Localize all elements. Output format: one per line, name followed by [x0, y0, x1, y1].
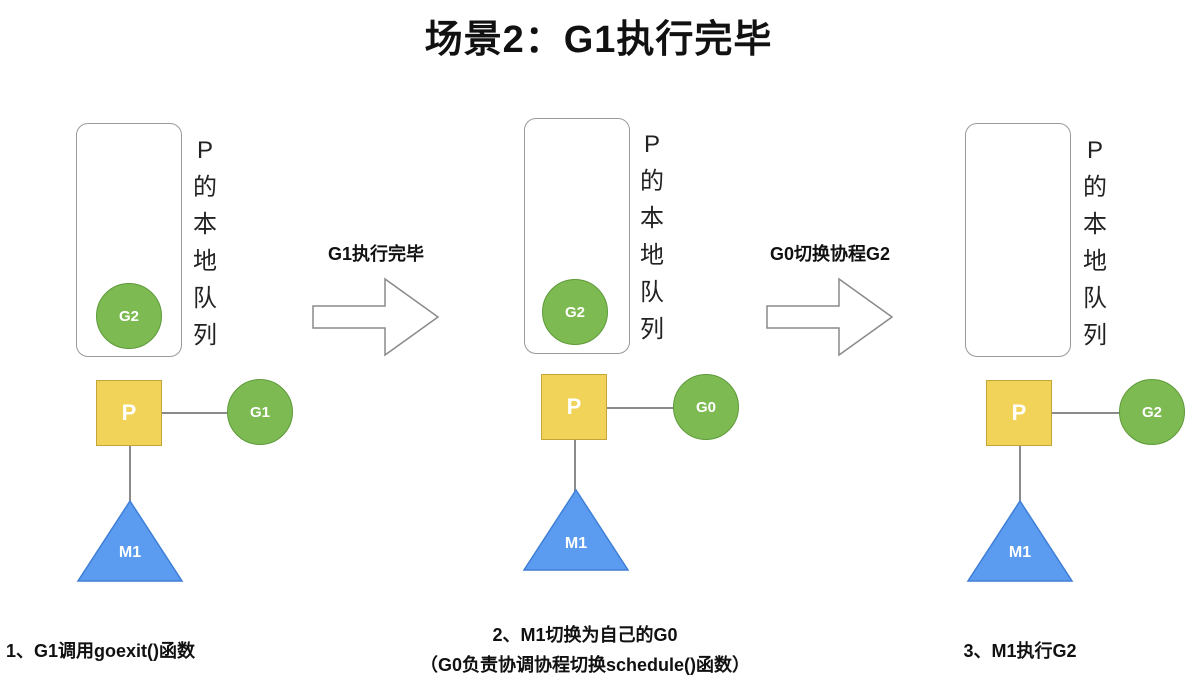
queue-label-char: P	[1086, 137, 1103, 164]
queue-label-char: 地	[640, 242, 664, 269]
machine-2	[522, 488, 630, 571]
queue-label-char: P	[643, 131, 660, 158]
bound-goroutine-2: G0	[673, 374, 739, 440]
right-arrow-2	[766, 277, 894, 357]
machine-label-1: M1	[118, 544, 142, 561]
caption-line: 2、M1切换为自己的G0	[492, 625, 678, 645]
machine-label-2: M1	[564, 535, 588, 552]
queued-goroutine-1: G2	[96, 283, 162, 349]
queue-label-char: 地	[1083, 248, 1107, 275]
queue-label-char: 本	[193, 211, 217, 238]
processor-1: P	[96, 380, 162, 446]
p-g-link-2	[606, 407, 674, 409]
right-arrow-1	[312, 277, 440, 357]
arrow-label-2: G0切换协程G2	[769, 244, 891, 264]
page-title: 场景2：G1执行完毕	[424, 19, 773, 61]
queue-label-char: 本	[1083, 211, 1107, 238]
queue-label-char: P	[196, 137, 213, 164]
bound-goroutine-3: G2	[1119, 379, 1185, 445]
queue-label-char: 的	[1083, 174, 1107, 201]
queue-label-2: P 的 本 地 队 列	[637, 126, 667, 348]
processor-2: P	[541, 374, 607, 440]
queue-label-char: 队	[1083, 285, 1107, 312]
queue-label-char: 本	[640, 205, 664, 232]
caption-2: 2、M1切换为自己的G0 （G0负责协调协程切换schedule()函数）	[370, 620, 800, 680]
queue-label-3: P 的 本 地 队 列	[1080, 132, 1110, 354]
queue-label-char: 地	[193, 248, 217, 275]
p-g-link-1	[162, 412, 228, 414]
machine-label-3: M1	[1008, 544, 1032, 561]
p-g-link-3	[1052, 412, 1120, 414]
machine-1	[76, 499, 184, 582]
queue-label-char: 列	[640, 316, 664, 343]
local-queue-3	[965, 123, 1071, 357]
queue-label-char: 的	[640, 168, 664, 195]
arrow-label-1: G1执行完毕	[327, 244, 424, 264]
p-m-link-2	[574, 440, 576, 492]
caption-1: 1、G1调用goexit()函数	[6, 636, 256, 666]
processor-3: P	[986, 380, 1052, 446]
caption-3: 3、M1执行G2	[930, 636, 1110, 666]
caption-line: （G0负责协调协程切换schedule()函数）	[419, 655, 751, 675]
queue-label-1: P 的 本 地 队 列	[190, 132, 220, 354]
queue-label-char: 列	[1083, 322, 1107, 349]
queue-label-char: 队	[640, 279, 664, 306]
bound-goroutine-1: G1	[227, 379, 293, 445]
queued-goroutine-2: G2	[542, 279, 608, 345]
machine-3	[966, 499, 1074, 582]
queue-label-char: 队	[193, 285, 217, 312]
caption-line: 3、M1执行G2	[963, 641, 1077, 661]
p-m-link-1	[129, 445, 131, 503]
p-m-link-3	[1019, 445, 1021, 503]
queue-label-char: 列	[193, 322, 217, 349]
caption-line: 1、G1调用goexit()函数	[6, 641, 196, 661]
queue-label-char: 的	[193, 174, 217, 201]
